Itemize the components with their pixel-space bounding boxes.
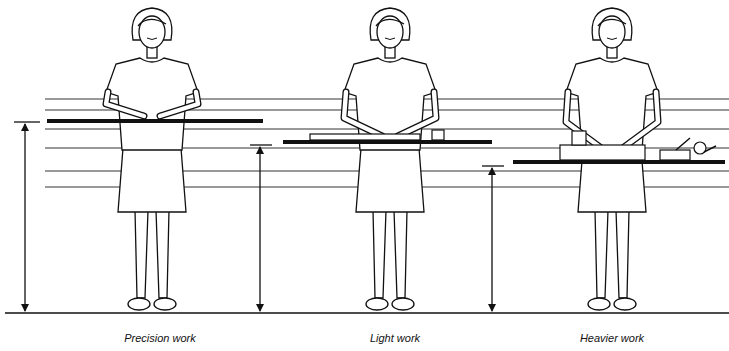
arm	[106, 92, 144, 116]
arm	[566, 92, 604, 150]
height-arrows	[14, 122, 504, 311]
leg	[394, 210, 407, 298]
arm	[398, 92, 436, 136]
mouth	[147, 38, 157, 40]
caption-label: Light work	[370, 332, 420, 344]
fringe	[376, 19, 404, 26]
mouth	[607, 38, 617, 40]
figure-light	[344, 8, 436, 310]
floor-line	[5, 312, 729, 314]
face	[599, 16, 625, 48]
arm	[160, 92, 198, 116]
leg	[616, 210, 629, 298]
shoe	[154, 298, 176, 310]
shoe	[128, 298, 150, 310]
leg	[373, 210, 386, 298]
arm-fill	[160, 92, 198, 116]
shirt	[566, 58, 658, 150]
skirt	[356, 148, 424, 212]
face	[139, 16, 165, 48]
shoe	[588, 298, 610, 310]
shirt	[106, 58, 198, 150]
arm-fill	[344, 92, 382, 136]
leg	[156, 210, 169, 298]
shoe	[366, 298, 388, 310]
bench-tops	[47, 121, 725, 162]
figure-precision	[106, 8, 198, 310]
shoe	[392, 298, 414, 310]
arm-fill	[106, 92, 144, 116]
skirt	[118, 148, 186, 212]
arm-fill	[620, 92, 658, 150]
caption-label: Heavier work	[580, 332, 644, 344]
leg	[135, 210, 148, 298]
mouth	[385, 38, 395, 40]
fringe	[598, 19, 626, 26]
arm	[344, 92, 382, 136]
arm-fill	[566, 92, 604, 150]
caption-label: Precision work	[124, 332, 196, 344]
arm	[620, 92, 658, 150]
shoe	[614, 298, 636, 310]
face	[377, 16, 403, 48]
leg	[595, 210, 608, 298]
arm-fill	[398, 92, 436, 136]
fringe	[138, 19, 166, 26]
